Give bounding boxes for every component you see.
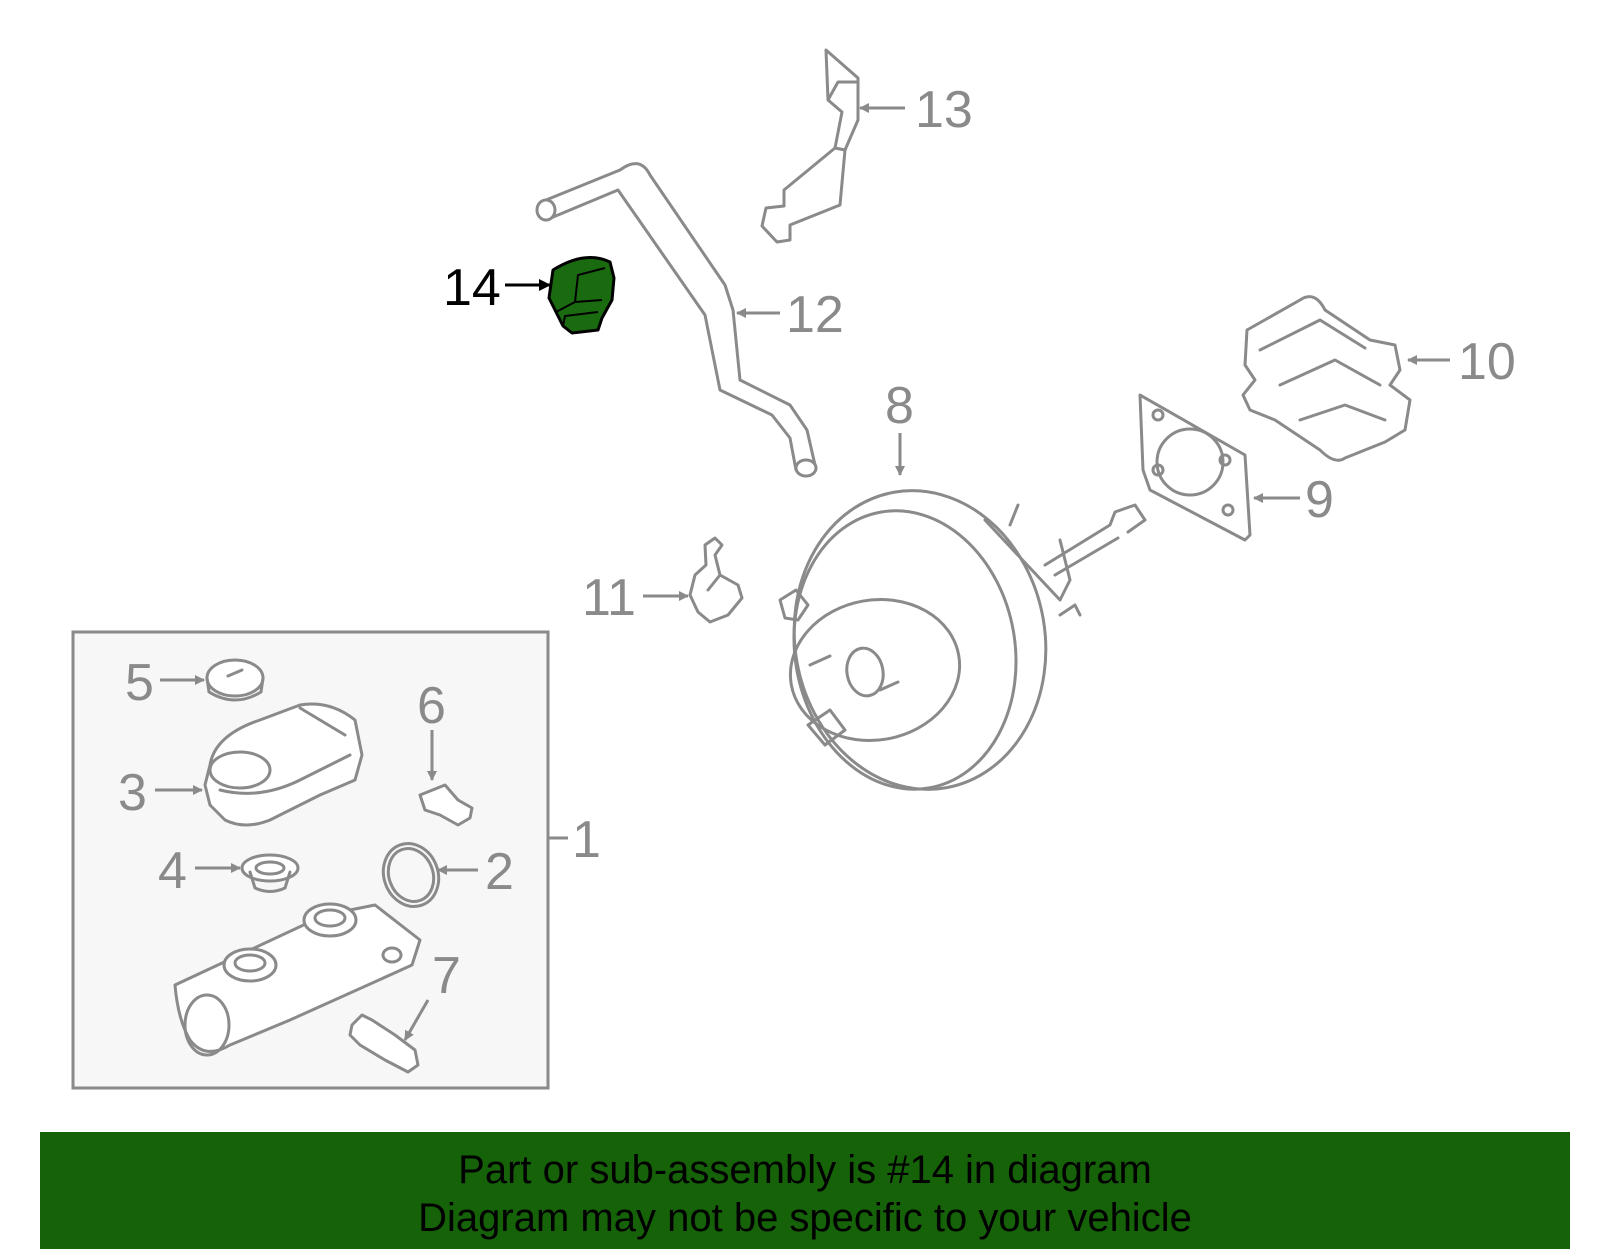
banner-line-1: Part or sub-assembly is #14 in diagram [458, 1148, 1152, 1192]
part-14-highlighted [547, 256, 616, 335]
callout-13: 13 [915, 81, 973, 139]
callout-9: 9 [1305, 471, 1334, 529]
callout-7-arrow [403, 999, 430, 1041]
part-12-vacuum-hose [535, 162, 818, 478]
part-3-reservoir [203, 702, 364, 827]
callout-6: 6 [417, 677, 446, 735]
callout-2: 2 [485, 843, 514, 901]
callout-8: 8 [885, 377, 914, 435]
part-4-grommet [240, 853, 300, 893]
callout-10: 10 [1458, 333, 1516, 391]
callout-12: 12 [786, 286, 844, 344]
part-7-sensor [348, 1013, 420, 1074]
callout-14[interactable]: 14 [443, 259, 501, 317]
part-9-gasket [1138, 393, 1252, 542]
callout-11: 11 [582, 569, 636, 627]
part-8-brake-booster [778, 489, 1147, 791]
part-11-check-valve [688, 536, 744, 624]
callout-3: 3 [118, 764, 147, 822]
part-13-bracket [760, 48, 860, 244]
callout-1: 1 [572, 811, 601, 869]
master-cylinder [173, 902, 422, 1057]
banner-line-2: Diagram may not be specific to your vehi… [418, 1196, 1192, 1240]
callout-7: 7 [432, 947, 461, 1005]
callout-5: 5 [125, 654, 154, 712]
part-2-o-ring [381, 842, 441, 908]
part-10-insulator [1241, 295, 1412, 462]
callout-4: 4 [158, 842, 187, 900]
info-banner: Part or sub-assembly is #14 in diagram D… [40, 1132, 1570, 1249]
part-5-reservoir-cap [205, 658, 265, 702]
part-6-clip [418, 783, 474, 827]
